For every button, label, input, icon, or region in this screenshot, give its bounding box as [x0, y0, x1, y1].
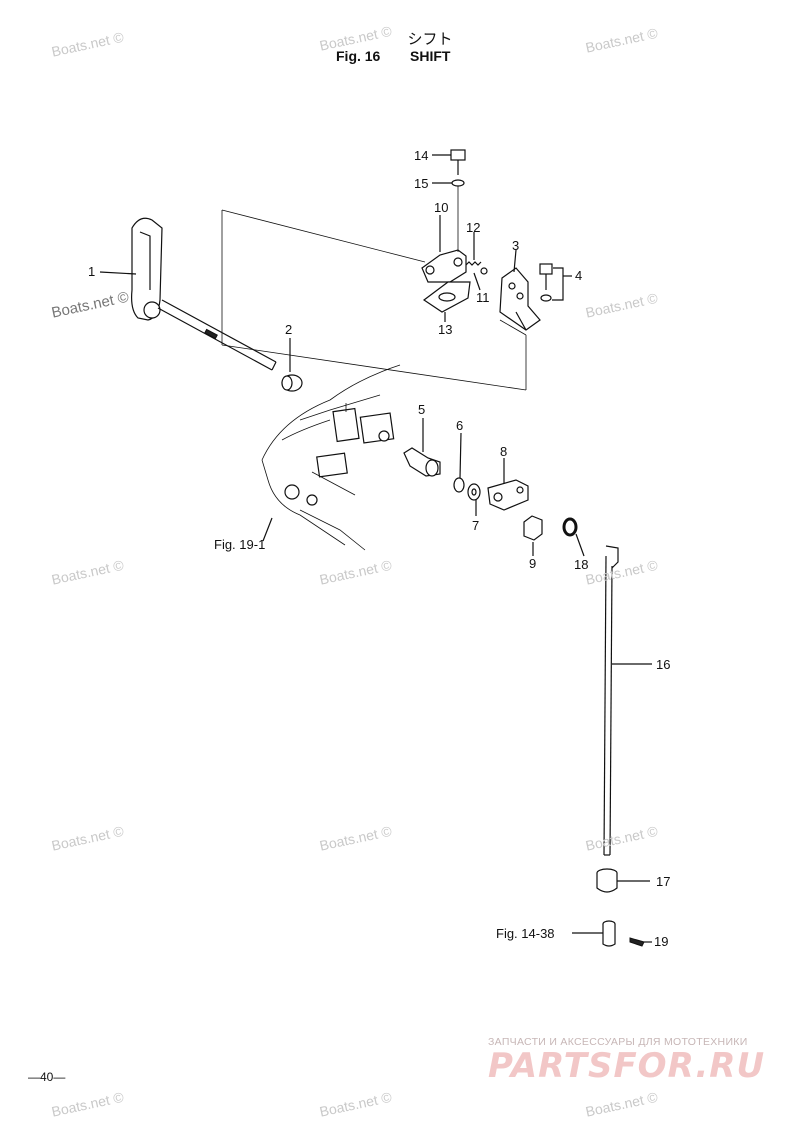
- callout-7: 7: [472, 518, 480, 533]
- callout-11: 11: [476, 290, 490, 305]
- callout-16: 16: [656, 657, 671, 672]
- part-15-washer: [432, 179, 465, 252]
- part-3-bracket-plate: [499, 249, 541, 331]
- engine-block-outline: [261, 364, 401, 551]
- part-6-ring: [453, 432, 465, 493]
- figure-number: Fig. 16: [336, 48, 381, 64]
- part-7-washer: [467, 483, 481, 516]
- part-5-pin: [403, 418, 441, 477]
- part-10-holder: [421, 215, 467, 283]
- callout-13: 13: [438, 322, 453, 337]
- callout-12: 12: [466, 220, 481, 235]
- part-9-nut: [523, 515, 543, 556]
- callout-18: 18: [574, 557, 589, 572]
- connector-frame: [221, 209, 527, 391]
- callout-8: 8: [500, 444, 508, 459]
- leader-lines: [99, 271, 527, 542]
- part-14-bolt: [432, 149, 466, 175]
- part-13-gasket: [422, 281, 471, 322]
- figure-title: SHIFT: [410, 48, 451, 64]
- part-17-grommet: [596, 868, 650, 893]
- part-11-ball: [480, 267, 488, 275]
- part-12-spring: [465, 232, 482, 266]
- callout-2: 2: [285, 322, 293, 337]
- callout-15: 15: [414, 176, 429, 191]
- reference-fig-19-1: Fig. 19-1: [214, 537, 266, 552]
- brand-watermark: ЗАПЧАСТИ И АКСЕССУАРЫ ДЛЯ МОТОТЕХНИКИ PA…: [488, 1036, 765, 1086]
- brand-tagline: ЗАПЧАСТИ И АКСЕССУАРЫ ДЛЯ МОТОТЕХНИКИ: [488, 1036, 748, 1048]
- part-16-shift-rod: [603, 545, 652, 856]
- callout-1: 1: [88, 264, 96, 279]
- part-18-o-ring: [562, 517, 585, 557]
- part-4-bolt: [539, 263, 572, 302]
- part-8-shift-arm: [487, 458, 529, 511]
- reference-fig-14-38: Fig. 14-38: [496, 926, 555, 941]
- callout-14: 14: [414, 148, 429, 163]
- callout-4: 4: [575, 268, 583, 283]
- callout-17: 17: [656, 874, 671, 889]
- shift-shaft: [157, 299, 277, 371]
- title-japanese: シフト: [407, 30, 453, 48]
- part-19-screw: [629, 937, 652, 947]
- callout-9: 9: [529, 556, 537, 571]
- page-number: —40—: [28, 1070, 66, 1084]
- part-2-bushing: [281, 338, 303, 392]
- callout-10: 10: [434, 200, 449, 215]
- callout-3: 3: [512, 238, 520, 253]
- brand-logo: PARTSFOR.RU: [488, 1046, 766, 1086]
- callout-19: 19: [654, 934, 669, 949]
- lower-rod-fitting: [572, 920, 616, 947]
- callout-6: 6: [456, 418, 464, 433]
- callout-5: 5: [418, 402, 426, 417]
- part-1-shift-lever: [131, 217, 163, 321]
